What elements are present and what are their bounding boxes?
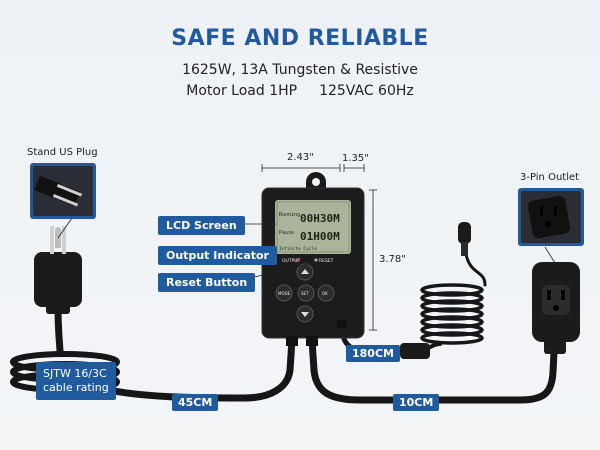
dimension-width: 2.43" <box>287 152 314 163</box>
output-cable <box>308 336 558 404</box>
reset-label: RESET <box>319 258 334 264</box>
spec-motor-load: Motor Load 1HP <box>186 83 298 99</box>
outlet-head <box>532 262 580 354</box>
lcd-small-2: Pause <box>279 230 294 236</box>
lcd-small-1: Running <box>279 212 300 218</box>
cable-rating-line-1: SJTW 16/3C <box>43 367 107 380</box>
temperature-probe <box>458 222 471 256</box>
dimension-lines <box>261 164 377 331</box>
spec-line-1: 1625W, 13A Tungsten & Resistive <box>182 62 418 78</box>
callout-output-indicator: Output Indicator <box>158 246 277 265</box>
lcd-footer: Infinite Cycle <box>279 246 317 252</box>
lcd-line-1: 00H30M <box>300 212 340 225</box>
lcd-contents: Running 00H30M Pause 01H00M Infinite Cyc… <box>279 212 340 252</box>
plug-inset <box>30 163 96 219</box>
spec-voltage: 125VAC 60Hz <box>319 83 414 99</box>
dimension-depth: 1.35" <box>342 153 369 164</box>
page-title: SAFE AND RELIABLE <box>171 26 429 51</box>
ok-button: OK <box>322 291 328 296</box>
set-button: SET <box>301 291 309 296</box>
length-input: 45CM <box>172 394 219 411</box>
length-sensor: 180CM <box>346 345 400 362</box>
controller-body <box>261 172 365 346</box>
lcd-display <box>275 200 351 254</box>
dimension-height: 3.78" <box>379 254 406 265</box>
plug-head <box>34 226 82 314</box>
outlet-inset <box>518 188 584 246</box>
lcd-line-2: 01H00M <box>300 230 340 243</box>
sensor-connector <box>400 343 430 359</box>
length-output: 10CM <box>393 394 440 411</box>
spec-line-2: Motor Load 1HP 125VAC 60Hz <box>0 83 600 99</box>
output-label: OUTPUT <box>282 258 301 264</box>
input-cable <box>96 336 296 402</box>
callout-reset-button: Reset Button <box>158 273 256 292</box>
mode-button: MODE <box>278 291 291 296</box>
outlet-caption: 3-Pin Outlet <box>520 172 580 183</box>
callout-lcd-screen: LCD Screen <box>158 216 245 235</box>
plug-caption: Stand US Plug <box>27 147 98 158</box>
cable-rating-line-2: cable rating <box>43 381 109 394</box>
cable-rating-box: SJTW 16/3C cable rating <box>36 362 116 400</box>
